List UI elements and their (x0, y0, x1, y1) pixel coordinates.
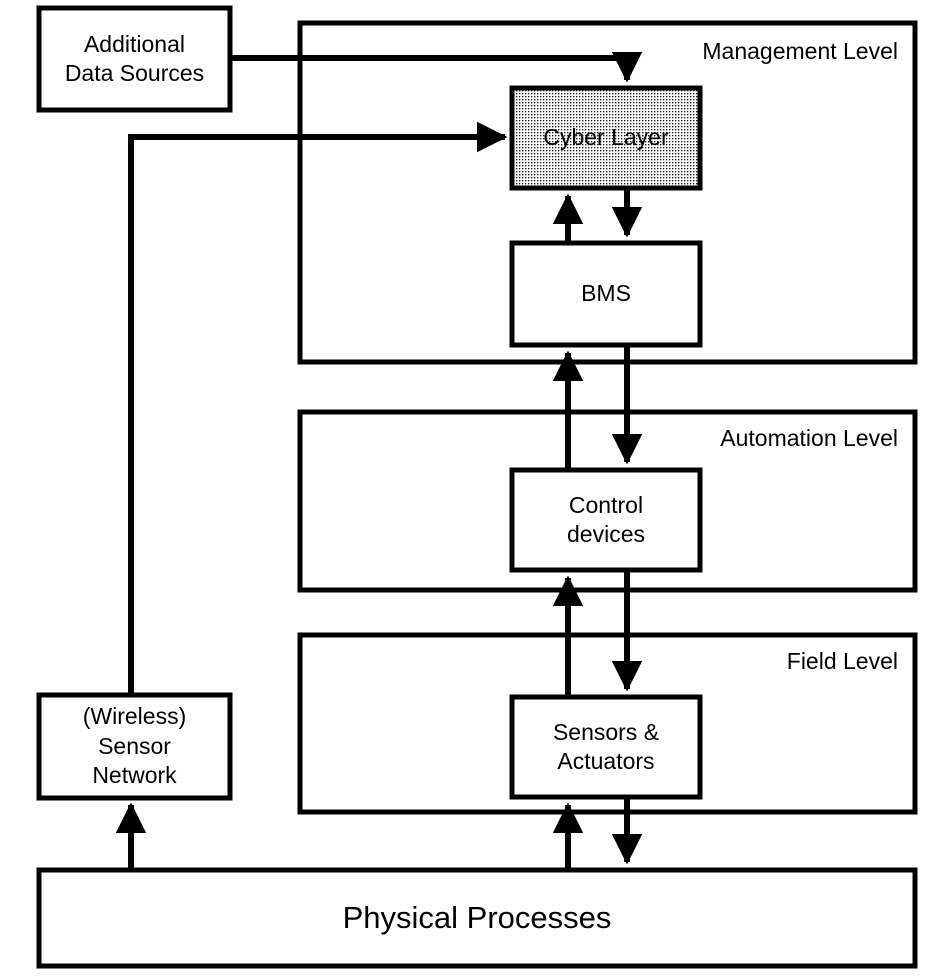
edge-ads-to-cyber-layer (230, 51, 643, 83)
node-wireless-sensor-network[interactable] (36, 692, 233, 801)
node-bms[interactable] (509, 240, 703, 348)
edge-wsn-to-cyber-layer (128, 121, 508, 695)
zone-label-automation-level: Automation Level (720, 425, 898, 451)
node-additional-data-sources[interactable] (36, 5, 233, 113)
zone-automation-level (297, 409, 918, 593)
zone-management-level (297, 20, 918, 365)
node-physical-processes[interactable] (36, 867, 918, 969)
zone-field-level (297, 632, 918, 815)
node-control-devices[interactable] (509, 467, 703, 573)
node-cyber-layer[interactable] (509, 85, 703, 191)
zone-label-management-level: Management Level (702, 38, 898, 64)
zone-label-field-level: Field Level (786, 648, 898, 674)
node-sensors-actuators[interactable] (509, 694, 703, 800)
